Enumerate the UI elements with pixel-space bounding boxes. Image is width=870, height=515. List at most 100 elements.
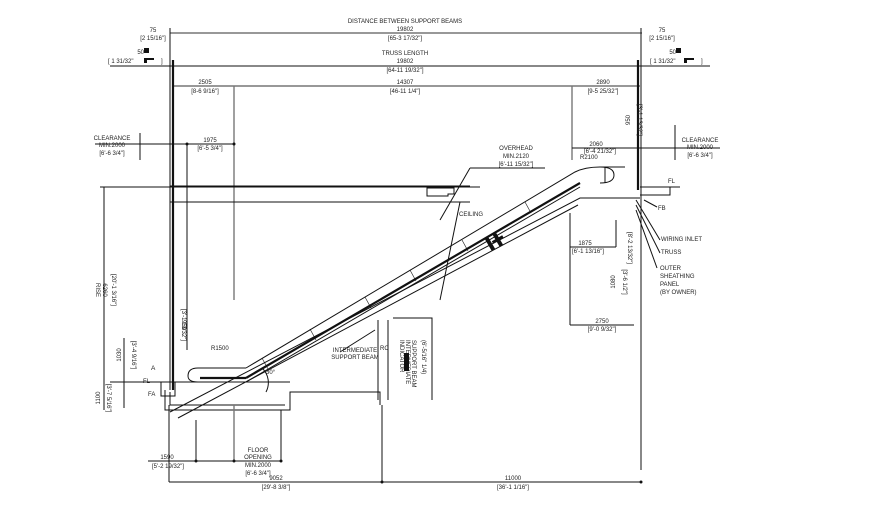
dim-1100-imperial: [3'-7 5/16"] [105, 384, 111, 413]
label-rc: RC [380, 346, 389, 352]
support-distance-label: DISTANCE BETWEEN SUPPORT BEAMS [348, 19, 462, 25]
dim-1590-value: 1590 [160, 455, 174, 461]
right-annotations: CLEARANCE MIN.2000 [6'-6 3/4"] 2060 [6'-… [569, 104, 720, 470]
left-beam-value: 50 [137, 50, 144, 56]
bottom-dimensions: 1590 [5'-2 19/32"] FLOOR OPENING MIN.200… [148, 405, 643, 491]
tick [524, 201, 532, 214]
overhead-label: OVERHEAD [499, 146, 533, 152]
intermediate-note-group: INDICATOR INTERMEDIATE SUPPORT BEAM (6'-… [398, 340, 426, 387]
step-band [245, 182, 581, 379]
left-beam-bracket: ] [161, 59, 163, 65]
dim-1080-imperial: [3'-6 1/2"] [621, 269, 627, 295]
dim-tick [194, 459, 198, 463]
lower-pit-outline [164, 390, 381, 411]
dim-1030-imperial: [3'-4 9/16"] [130, 341, 136, 370]
truss-top-chord [245, 186, 581, 383]
dim-2500-value: [8'-2 13/32"] [626, 232, 632, 264]
left-beam-section-icon [144, 58, 154, 63]
intermediate-column [377, 320, 389, 400]
right-beam-imperial: [ 1 31/32" [650, 59, 675, 65]
right-beam-section-icon [684, 58, 694, 63]
dim-1030-value: 1030 [117, 348, 123, 362]
support-distance-imperial: [65-3 17/32"] [388, 36, 422, 42]
top-dimensions: DISTANCE BETWEEN SUPPORT BEAMS 19802 [65… [108, 19, 710, 95]
upper-left-dim-imperial: [8-6 9/16"] [191, 89, 219, 95]
dim-1100-value: 1100 [96, 391, 102, 405]
dim-2060-value: 2060 [589, 142, 603, 148]
sheathing-line-4: (BY OWNER) [660, 290, 697, 296]
left-clearance-imperial: [6'-6 3/4"] [99, 151, 125, 157]
upper-newel [599, 166, 615, 184]
left-beam-imperial: [ 1 31/32" [108, 59, 133, 65]
tick [409, 269, 417, 282]
wiring-leader [635, 199, 661, 241]
upper-right-dim-imperial: [9-5 25/32"] [588, 89, 619, 95]
right-beam-bracket: ] [701, 59, 703, 65]
left-clearance-min: MIN.2000 [99, 143, 126, 149]
lower-newel [187, 367, 199, 383]
rise-value: 6260 [101, 283, 107, 297]
right-beam-icon [676, 48, 681, 53]
dim-2750-imperial: [9'-0 9/32"] [588, 327, 617, 333]
dim-tick [639, 480, 643, 484]
left-beam-icon [144, 48, 149, 53]
rise-value-group: 6260 [101, 283, 107, 297]
truss-outer-line [177, 204, 579, 419]
dim-1080-group: 1080 [611, 275, 617, 289]
intermediate-note-3: SUPPORT BEAM [410, 340, 416, 387]
dim-tick [279, 459, 283, 463]
overhead-min: MIN.2120 [503, 154, 530, 160]
label-fb: FB [658, 206, 666, 212]
truss-length-label: TRUSS LENGTH [382, 51, 428, 57]
dim-950-right-group: 950 [626, 114, 632, 125]
middle-dim-value: 14307 [397, 80, 414, 86]
tick [461, 239, 469, 252]
truss-length-value: 19802 [397, 59, 414, 65]
dim-9052-value: 9052 [269, 476, 283, 482]
dim-950-right: 950 [626, 114, 632, 125]
sheathing-line-1: OUTER [660, 266, 682, 272]
radius-left: R1500 [211, 346, 229, 352]
rise-imperial-group: [20'-1 3/16"] [110, 274, 116, 306]
left-support-value: 75 [150, 28, 157, 34]
dim-1875-value: 1875 [578, 241, 592, 247]
right-support-imperial: [2 15/16"] [649, 36, 675, 42]
middle-dim-imperial: [46-11 1/4"] [390, 89, 421, 95]
truss-length-imperial: [64-11 19/32"] [386, 68, 423, 74]
support-columns [169, 28, 642, 470]
fb-leader [643, 199, 658, 208]
left-clearance-label: CLEARANCE [94, 136, 131, 142]
intermediate-support: INTERMEDIATE SUPPORT BEAM RC INDICATOR I… [331, 317, 433, 400]
overhead-imperial: [6'-11 15/32"] [499, 162, 534, 168]
dim-1975-value: 1975 [203, 138, 217, 144]
dim-11000-value: 11000 [505, 476, 522, 482]
dim-950-left: 950 [180, 320, 186, 331]
intermediate-frame [393, 317, 433, 400]
ceiling-beam [426, 187, 455, 197]
escalator-truss: 30° [110, 166, 640, 419]
tick [261, 357, 269, 370]
intermediate-marker [404, 353, 409, 371]
intermediate-label-1: INTERMEDIATE [333, 348, 377, 354]
dim-11000-imperial: [36'-1 1/16"] [497, 485, 529, 491]
dim-2750-value: 2750 [595, 319, 609, 325]
dim-1100-group: 1100 [96, 391, 102, 405]
dim-1030-group: 1030 [117, 348, 123, 362]
floor-opening-imperial: [6'-6 3/4"] [245, 471, 271, 477]
dim-1080-imp-group: [3'-6 1/2"] [621, 269, 627, 295]
label-a: A [151, 365, 156, 372]
sheathing-line-3: PANEL [660, 282, 680, 288]
tick [364, 296, 372, 309]
left-support-imperial: [2 15/16"] [140, 36, 166, 42]
intermediate-label-2: SUPPORT BEAM [331, 355, 378, 361]
right-beam-value: 50 [669, 50, 676, 56]
label-fa: FA [148, 392, 155, 398]
upper-left-dim-value: 2505 [198, 80, 212, 86]
wiring-inlet-label: WIRING INLET [661, 237, 702, 243]
floor-opening-label-2: OPENING [244, 455, 272, 461]
dim-9052-imperial: [29'-8 3/8"] [262, 485, 291, 491]
dim-950-left-imp-group: [3'-1 13/32"] [180, 309, 186, 341]
dim-2060-imperial: [6'-4 21/32"] [584, 149, 616, 155]
dim-2500-group: [8'-2 13/32"] [626, 232, 632, 264]
